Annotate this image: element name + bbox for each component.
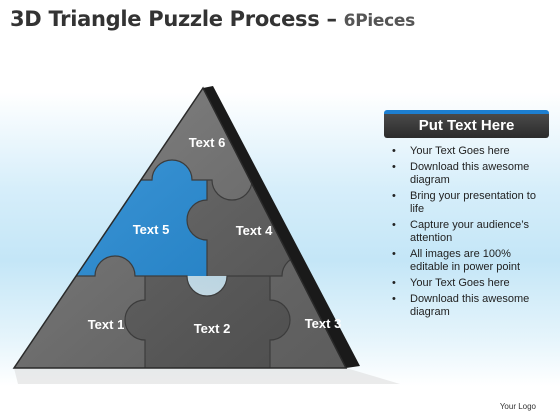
panel-bullet-2: Download this awesome diagram [384,161,549,187]
panel-bullet-3: Bring your presentation to life [384,190,549,216]
pyramid-shading [14,88,346,368]
panel-bullet-6: Your Text Goes here [384,277,549,290]
panel-bullet-list: Your Text Goes here Download this awesom… [384,145,549,319]
footer-logo: Your Logo [499,402,536,411]
text-panel: Put Text Here Your Text Goes here Downlo… [384,110,549,322]
pyramid-side-face [203,86,360,368]
piece-1-label: Text 1 [88,317,125,332]
piece-2-label: Text 2 [194,321,231,336]
title-main: 3D Triangle Puzzle Process [10,7,320,31]
piece-3-label: Text 3 [305,316,342,331]
piece-4-label: Text 4 [236,223,273,238]
page-title: 3D Triangle Puzzle Process – 6Pieces [10,7,415,31]
panel-bullet-7: Download this awesome diagram [384,293,549,319]
floor-reflection [14,368,400,384]
piece-5-label: Text 5 [133,222,170,237]
pyramid-outline [12,86,348,369]
title-separator: – [319,7,344,31]
panel-heading: Put Text Here [384,110,549,138]
panel-bullet-1: Your Text Goes here [384,145,549,158]
piece-6-label: Text 6 [189,135,226,150]
title-subtitle: 6Pieces [343,11,416,31]
panel-bullet-4: Capture your audience’s attention [384,219,549,245]
panel-bullet-5: All images are 100% editable in power po… [384,248,549,274]
